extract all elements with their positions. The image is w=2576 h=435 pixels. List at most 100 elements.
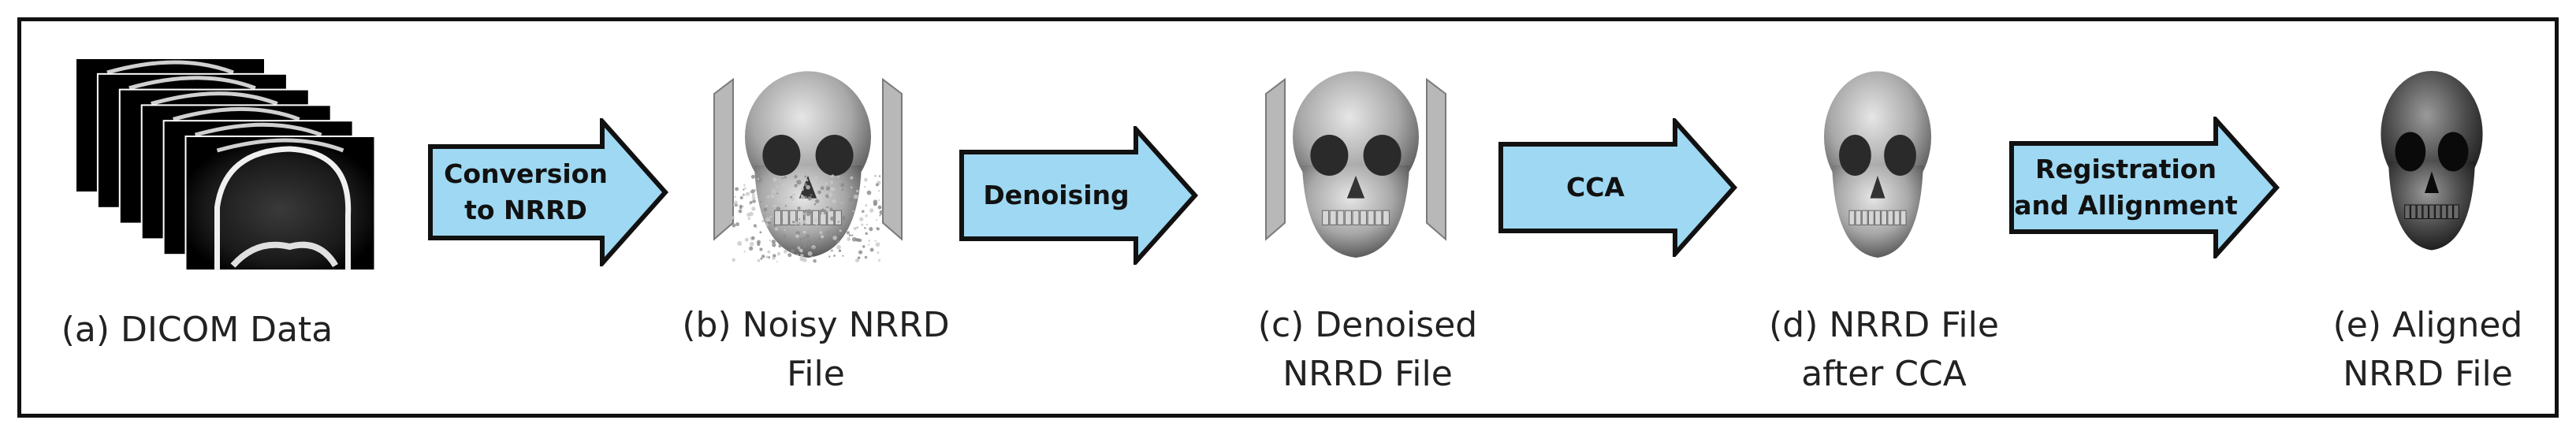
noise-speck	[743, 184, 746, 187]
noise-speck	[804, 183, 807, 187]
noise-speck	[836, 244, 841, 250]
noise-speck	[868, 244, 870, 246]
noise-speck	[878, 175, 881, 177]
tooth	[2404, 204, 2410, 219]
noise-speck	[806, 239, 811, 244]
noise-speck	[823, 207, 826, 210]
tooth	[1893, 210, 1900, 225]
tooth	[2410, 204, 2417, 219]
noise-speck	[794, 221, 797, 224]
denoising-arrow-label: Denoising	[959, 126, 1154, 265]
noise-speck	[846, 231, 850, 235]
eye-socket	[815, 135, 854, 176]
headrest-plate	[713, 77, 734, 241]
noise-speck	[772, 257, 776, 260]
arrow-label-line: Conversion	[444, 158, 608, 189]
noise-speck	[784, 249, 787, 254]
arrow-label-line: and Allignment	[2014, 190, 2238, 221]
nasal-cavity	[2424, 171, 2440, 193]
nasal-cavity	[1870, 176, 1885, 199]
tooth	[774, 210, 782, 225]
noise-speck	[856, 189, 859, 193]
noise-speck	[761, 219, 765, 223]
cca-arrow: CCA	[1498, 118, 1739, 257]
noise-speck	[731, 216, 735, 220]
headrest-plate	[1265, 77, 1286, 241]
noise-speck	[820, 186, 825, 191]
noise-speck	[864, 185, 866, 188]
noise-speck	[857, 256, 861, 259]
noise-speck	[815, 199, 820, 203]
noise-speck	[772, 254, 776, 258]
noise-speck	[815, 223, 817, 226]
noise-speck	[805, 234, 810, 239]
noise-speck	[757, 258, 761, 262]
noise-speck	[874, 240, 877, 242]
noise-speck	[864, 177, 868, 182]
noise-speck	[865, 232, 868, 236]
noise-speck	[735, 222, 739, 226]
noise-speck	[734, 195, 736, 199]
cca-skull-icon	[1824, 71, 1931, 258]
tooth	[1367, 210, 1375, 225]
right-arrow-icon	[959, 126, 1199, 265]
noise-speck	[735, 187, 739, 191]
noise-speck	[788, 181, 792, 185]
noisy-skull-icon	[713, 71, 903, 263]
noise-speck	[772, 177, 777, 182]
tooth	[1322, 210, 1330, 225]
noise-speck	[773, 225, 776, 228]
noise-speck	[763, 207, 768, 212]
noise-speck	[865, 223, 869, 226]
noise-speck	[798, 221, 801, 225]
noisy-nrrd-image	[709, 63, 906, 268]
noise-speck	[784, 205, 787, 207]
noise-speck	[767, 250, 771, 254]
dicom-slices-image	[75, 58, 386, 273]
noise-speck	[854, 258, 859, 263]
noise-speck	[804, 175, 806, 178]
dicom-slices-icon	[75, 58, 376, 271]
noise-speck	[796, 180, 798, 183]
noise-speck	[861, 223, 864, 226]
noise-speck	[749, 201, 753, 204]
noise-speck	[823, 211, 827, 215]
noise-speck	[862, 210, 865, 213]
noise-speck	[751, 206, 756, 211]
noise-speck	[800, 254, 804, 258]
noise-speck	[731, 223, 736, 228]
tooth	[2429, 204, 2435, 219]
noise-speck	[868, 239, 871, 242]
noise-speck	[859, 217, 864, 221]
noise-speck	[836, 240, 839, 244]
noise-speck	[873, 202, 877, 206]
noise-speck	[739, 204, 743, 208]
noise-speck	[841, 188, 844, 191]
noise-speck	[751, 236, 755, 240]
noise-speck	[831, 174, 835, 178]
noise-speck	[778, 244, 782, 248]
conversion-arrow: Conversion to NRRD	[427, 118, 670, 266]
noise-speck	[791, 221, 795, 224]
noise-speck	[853, 226, 857, 231]
eye-socket	[1310, 135, 1349, 176]
noise-speck	[750, 189, 755, 194]
noise-speck	[735, 203, 738, 206]
noise-speck	[879, 210, 884, 215]
noise-speck	[798, 218, 801, 221]
noise-speck	[851, 234, 854, 236]
eye-socket	[2395, 132, 2426, 172]
caption-line: File	[787, 354, 845, 394]
noise-speck	[744, 187, 746, 190]
noise-speck	[851, 236, 857, 242]
noise-speck	[743, 251, 746, 253]
noise-speck	[829, 187, 834, 191]
noise-speck	[785, 195, 788, 199]
tooth	[1382, 210, 1390, 225]
eye-socket	[1363, 135, 1402, 176]
tooth	[1352, 210, 1360, 225]
noise-speck	[784, 176, 787, 179]
noise-speck	[768, 256, 771, 259]
aligned-caption: (e) Aligned NRRD File	[2302, 301, 2554, 399]
noise-speck	[876, 219, 878, 221]
